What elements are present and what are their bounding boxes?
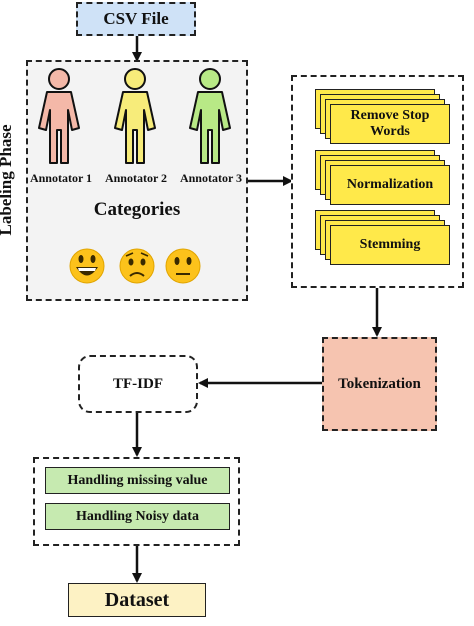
handling-noisy-data-label: Handling Noisy data	[76, 508, 199, 524]
annotator-1-label: Annotator 1	[29, 171, 93, 185]
dataset-label: Dataset	[104, 588, 170, 611]
categories-label: Categories	[93, 199, 181, 220]
neutral-face-icon	[165, 248, 201, 284]
annotator-3-label: Annotator 3	[179, 171, 243, 185]
annotator-3-icon	[189, 68, 231, 164]
remove-stop-words-label: Remove Stop Words	[350, 107, 430, 139]
dataset-box: Dataset	[68, 583, 206, 617]
tf-idf-label: TF-IDF	[113, 375, 163, 392]
tokenization-label: Tokenization	[338, 375, 421, 392]
tf-idf-box: TF-IDF	[78, 355, 198, 413]
tokenization-box: Tokenization	[322, 337, 437, 431]
annotator-2-label: Annotator 2	[104, 171, 168, 185]
grinning-face-icon	[69, 248, 105, 284]
annotator-1-icon	[38, 68, 80, 164]
csv-file-box: CSV File	[76, 2, 196, 36]
handling-noisy-data-box: Handling Noisy data	[45, 503, 230, 530]
csv-file-label: CSV File	[103, 9, 169, 28]
stemming-label: Stemming	[359, 237, 421, 252]
handling-missing-value-box: Handling missing value	[45, 467, 230, 494]
normalization-label: Normalization	[346, 177, 434, 192]
worried-face-icon	[119, 248, 155, 284]
handling-missing-value-label: Handling missing value	[67, 472, 208, 488]
annotator-2-icon	[114, 68, 156, 164]
